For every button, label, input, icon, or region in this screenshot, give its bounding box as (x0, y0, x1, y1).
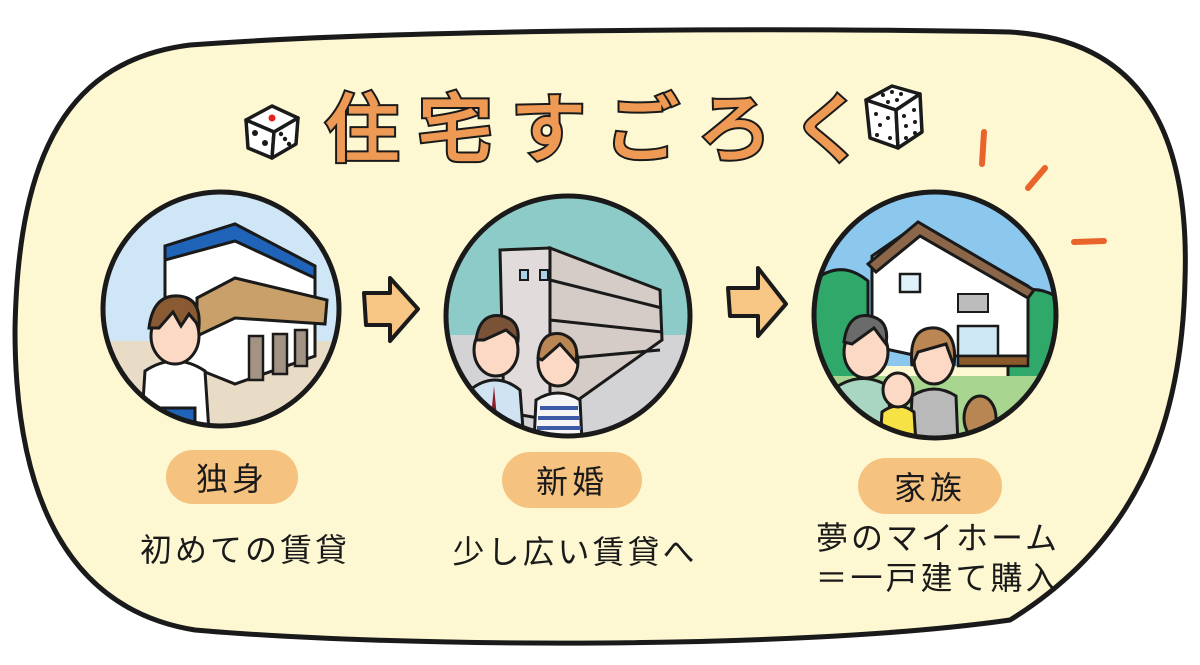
caption-line: ＝一戸建て購入 (815, 559, 1061, 597)
stage-label-text: 独身 (195, 460, 268, 498)
die-icon (244, 104, 300, 160)
scene-newlywed-apartment (443, 193, 693, 439)
stage-label-newlywed: 新婚 (502, 452, 642, 508)
title-char: 住 (323, 85, 401, 175)
title-char: ご (603, 85, 681, 175)
caption-line: 夢のマイホーム (815, 519, 1061, 557)
stage-label-family: 家族 (858, 458, 1002, 514)
arrow-right-icon (726, 266, 788, 338)
arrow-right-icon (362, 276, 420, 343)
title-char: 宅 (416, 85, 494, 175)
stage-caption-single: 初めての賃貸 (130, 530, 360, 570)
title-char: す (509, 85, 587, 175)
title-char: ろ (696, 85, 774, 175)
stage-label-single: 独身 (166, 450, 298, 504)
die-icon (864, 84, 924, 150)
scene-family-house (811, 189, 1059, 441)
page-title: 住 宅 す ご ろ く (323, 78, 867, 175)
stage-caption-family: 夢のマイホーム ＝一戸建て購入 (808, 518, 1068, 598)
title-char: く (789, 85, 867, 175)
stage-label-text: 新婚 (535, 463, 608, 501)
stage-label-text: 家族 (893, 469, 966, 507)
stage-caption-newlywed: 少し広い賃貸へ (450, 532, 700, 572)
caption-line: 初めての賃貸 (139, 531, 350, 569)
caption-line: 少し広い賃貸へ (452, 533, 698, 571)
scene-single-apartment (100, 189, 342, 429)
sparkle-lines-icon (979, 129, 1107, 245)
